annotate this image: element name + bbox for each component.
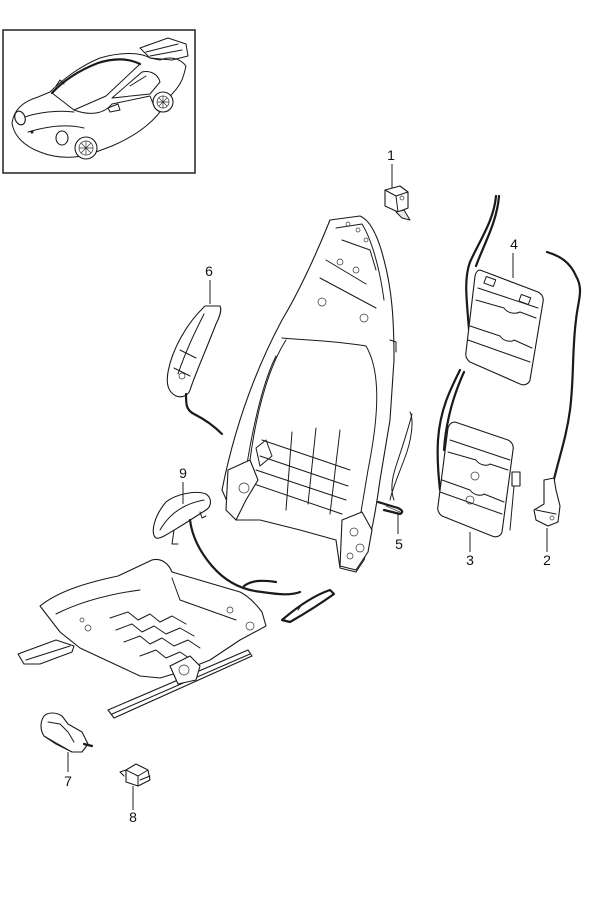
callout-3[interactable]: 3 [466, 552, 474, 568]
backrest-frame[interactable] [221, 215, 397, 573]
callout-2[interactable]: 2 [543, 552, 551, 568]
car-icon [11, 37, 189, 160]
part-2-wiring-harness[interactable] [533, 250, 582, 527]
callout-4[interactable]: 4 [510, 236, 518, 252]
part-3-cushion-heating-element[interactable] [436, 368, 521, 538]
part-8-control-bracket[interactable] [119, 763, 151, 787]
part-1-switch[interactable] [384, 185, 411, 221]
part-4-backrest-heating-element[interactable] [465, 194, 544, 386]
part-7-adjustment-motor[interactable] [40, 712, 94, 753]
callout-8[interactable]: 8 [129, 809, 137, 825]
part-9-side-trim-lower[interactable] [152, 491, 336, 624]
callout-7[interactable]: 7 [64, 773, 72, 789]
part-6-side-trim-upper[interactable] [166, 305, 224, 436]
seat-base-frame[interactable] [17, 558, 267, 719]
callout-5[interactable]: 5 [395, 536, 403, 552]
thumbnail-frame [2, 29, 196, 174]
part-5-wire-tie[interactable] [376, 411, 413, 516]
callout-9[interactable]: 9 [179, 465, 187, 481]
callout-1[interactable]: 1 [387, 147, 395, 163]
vehicle-thumbnail[interactable] [2, 29, 196, 174]
callout-6[interactable]: 6 [205, 263, 213, 279]
